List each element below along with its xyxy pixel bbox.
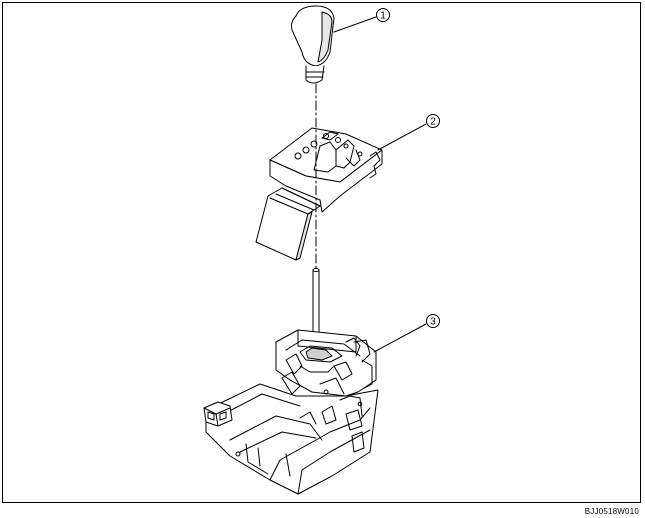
callout-2-label: 2 bbox=[430, 117, 436, 128]
selector-lever-assembly bbox=[203, 268, 379, 495]
shift-indicator-panel bbox=[255, 127, 383, 261]
callout-1-label: 1 bbox=[380, 11, 386, 22]
leader-line-3 bbox=[373, 323, 427, 353]
leader-line-1 bbox=[333, 16, 377, 33]
callout-1-circle bbox=[376, 8, 390, 22]
leader-line-2 bbox=[377, 123, 427, 151]
callout-2-circle bbox=[426, 114, 440, 128]
callout-3-label: 3 bbox=[430, 317, 436, 328]
figure-code: BJJ0518W010 bbox=[584, 507, 639, 516]
callout-3-circle bbox=[426, 314, 440, 328]
shift-knob bbox=[291, 5, 335, 84]
